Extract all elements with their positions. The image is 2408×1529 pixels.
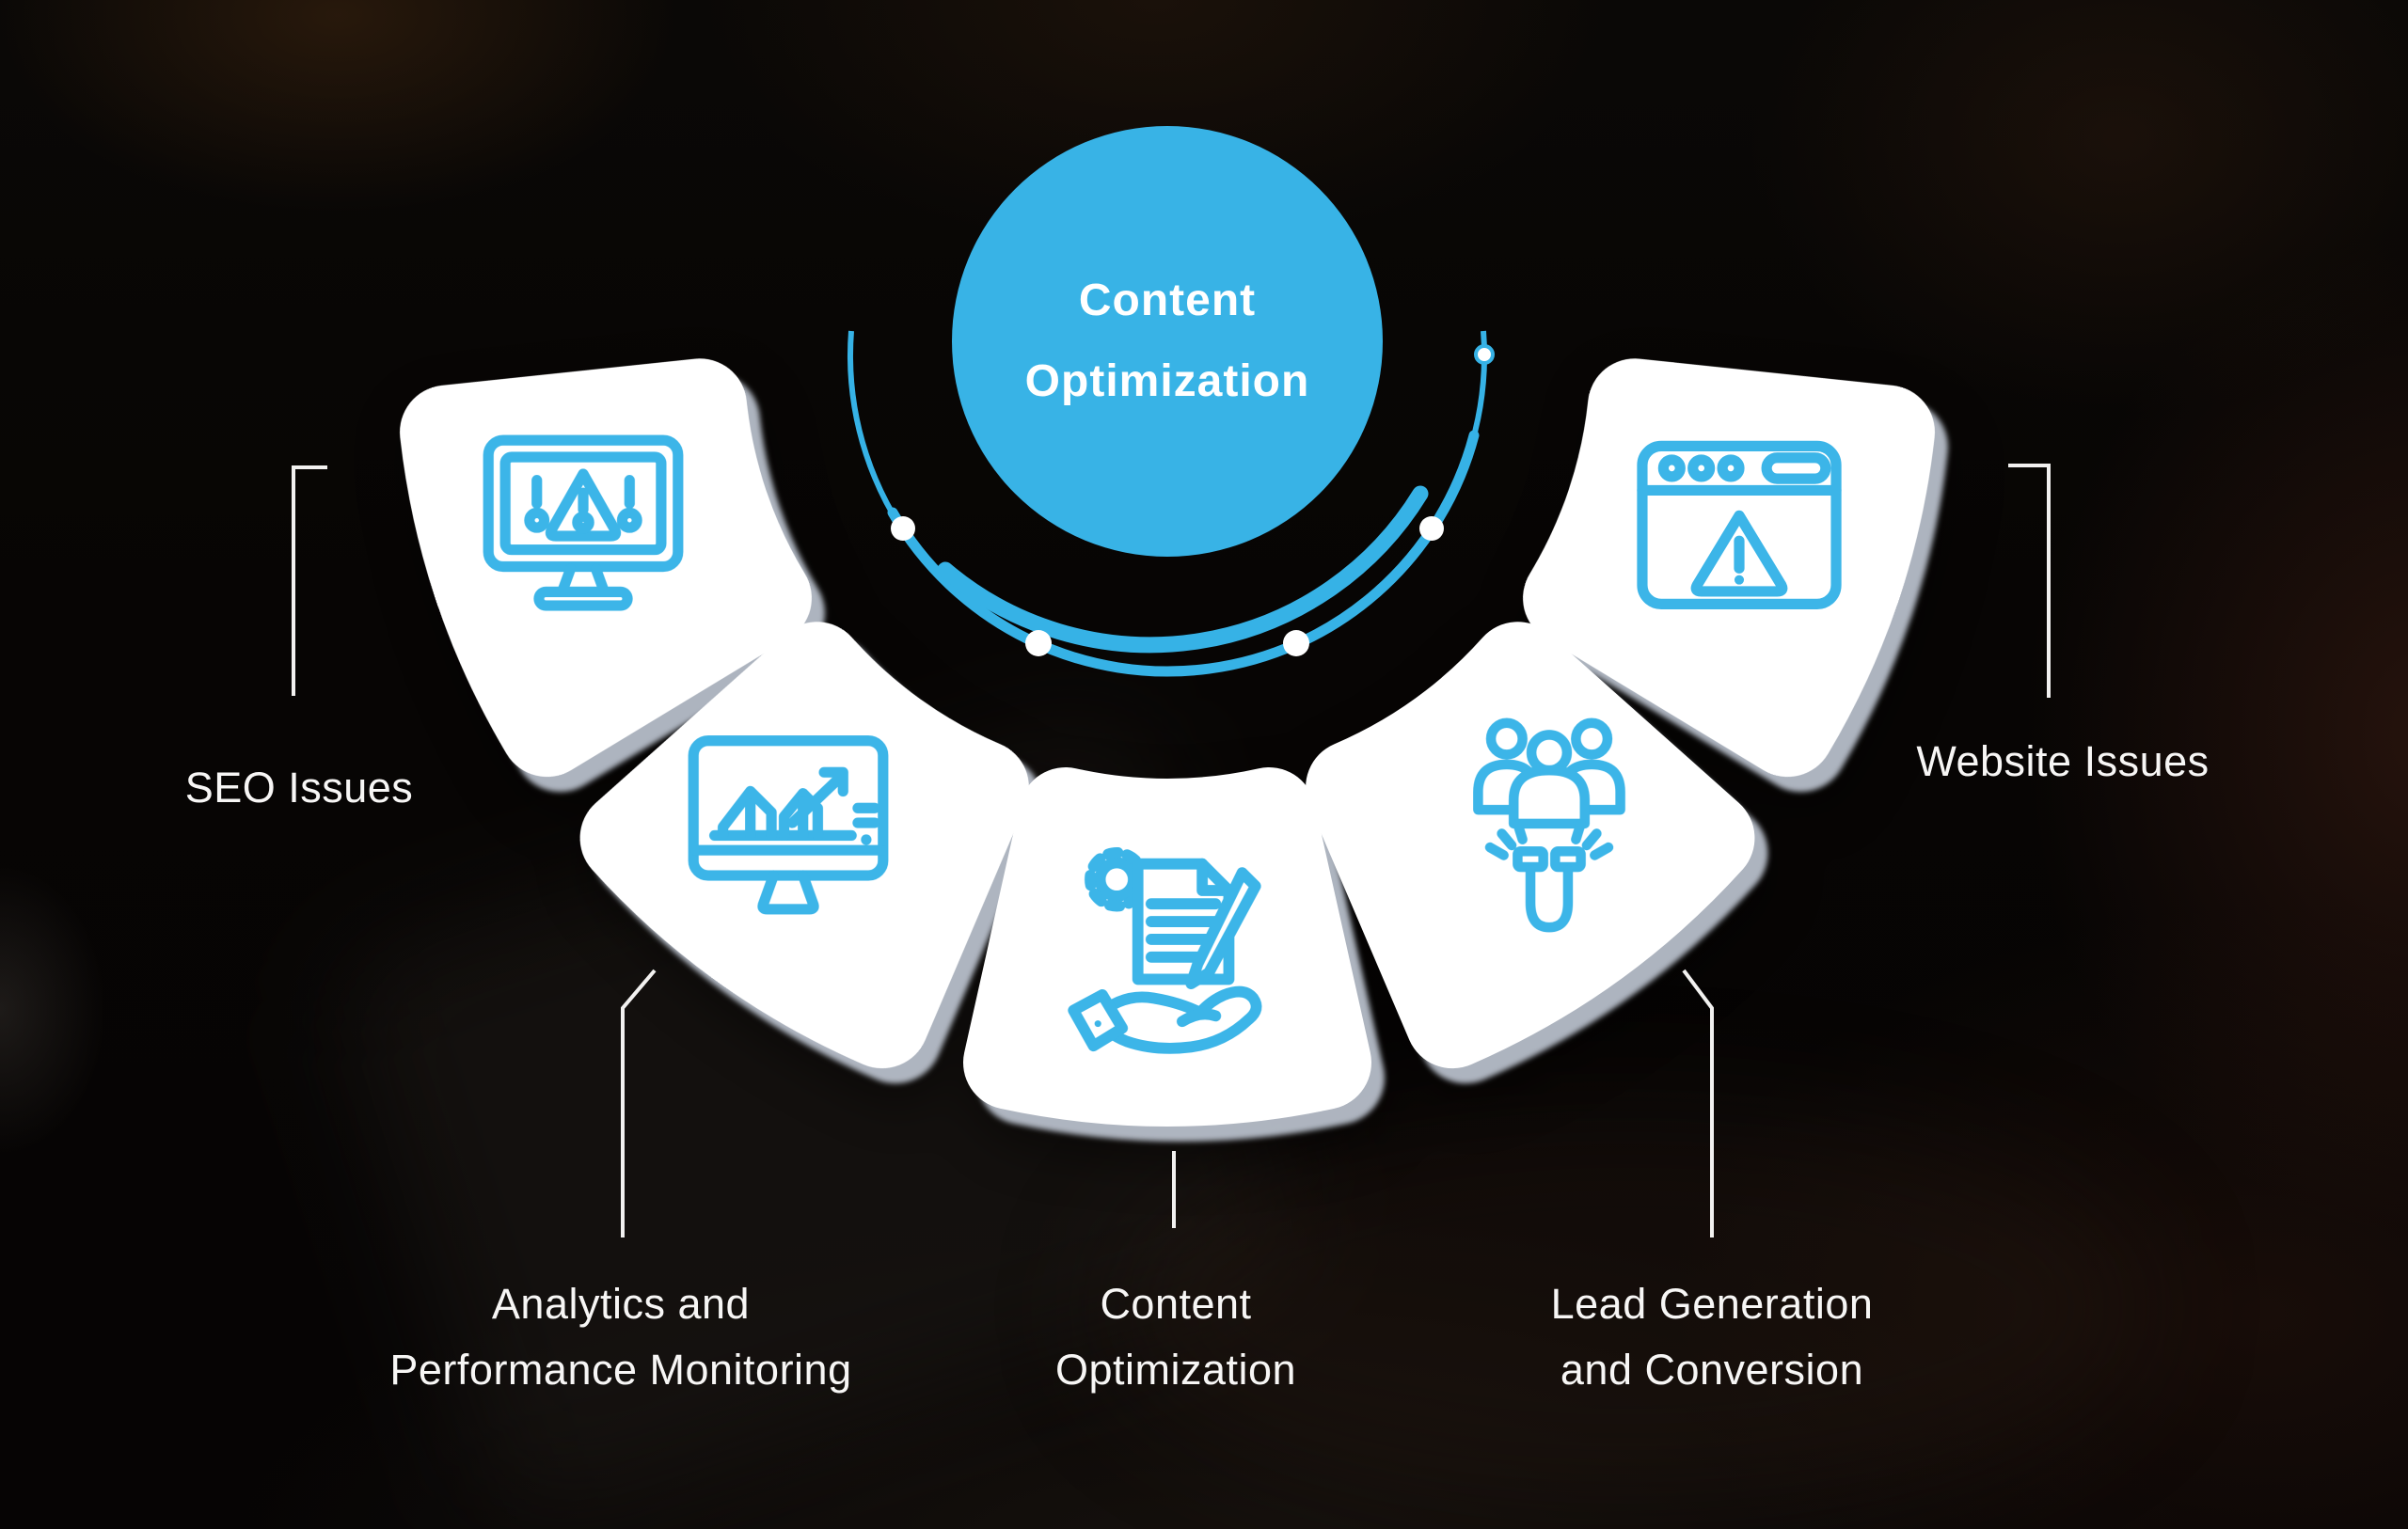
- label-content-line1: Content: [1100, 1280, 1252, 1328]
- arc-dot: [1025, 630, 1052, 656]
- center-title-line2: Optimization: [1024, 356, 1310, 406]
- card-lead-generation: [1306, 622, 1755, 1069]
- label-content: Content Optimization: [1055, 1271, 1296, 1403]
- label-seo-issues: SEO Issues: [184, 764, 414, 812]
- center-title-line1: Content: [1078, 276, 1257, 325]
- label-lead-line2: and Conversion: [1560, 1346, 1864, 1394]
- monitor-warning-icon: [483, 434, 684, 611]
- label-content-line2: Optimization: [1054, 1346, 1297, 1394]
- monitor-chart-icon: [688, 735, 889, 915]
- connector-website: [2008, 464, 2051, 698]
- connector-seo: [292, 465, 327, 696]
- hand-document-icon: [1068, 846, 1262, 1054]
- label-lead: Lead Generation and Conversion: [1551, 1271, 1874, 1403]
- arc-end-dot: [1474, 344, 1495, 365]
- arc-dot: [891, 516, 915, 541]
- arc-dot: [1283, 630, 1309, 656]
- connector-lead: [1682, 969, 1714, 1237]
- people-magnet-icon: [1473, 717, 1625, 933]
- label-analytics-line1: Analytics and: [491, 1280, 751, 1328]
- label-analytics: Analytics and Performance Monitoring: [389, 1271, 851, 1403]
- label-analytics-line2: Performance Monitoring: [389, 1346, 852, 1394]
- center-title: Content Optimization: [1025, 260, 1310, 422]
- browser-warning-icon: [1637, 440, 1842, 610]
- orbit-arc: [848, 330, 1495, 677]
- label-lead-line1: Lead Generation: [1550, 1280, 1874, 1328]
- center-circle: [952, 126, 1383, 557]
- arc-dot: [1419, 516, 1444, 541]
- connector-analytics: [621, 969, 657, 1237]
- label-website-issues: Website Issues: [1916, 737, 2210, 785]
